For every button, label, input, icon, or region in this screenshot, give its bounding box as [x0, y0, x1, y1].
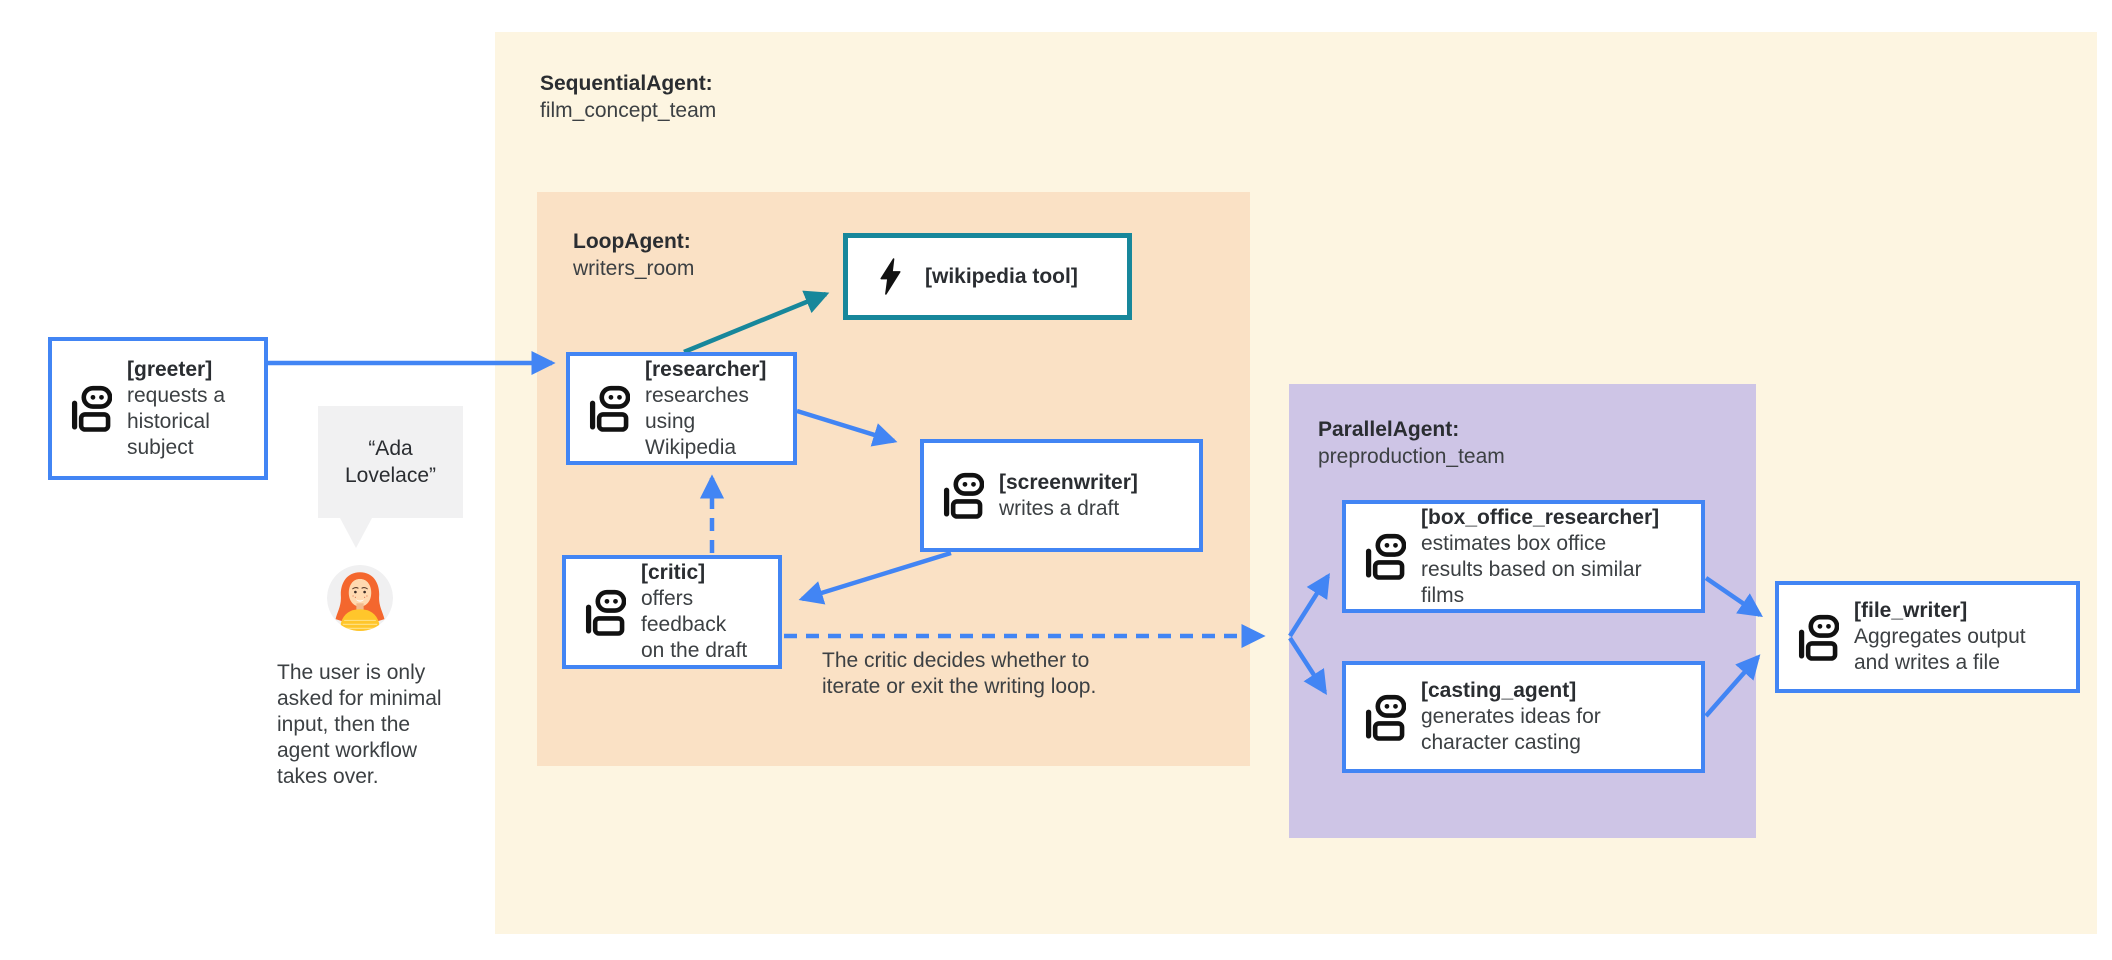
- agent-name: [screenwriter]: [999, 470, 1138, 494]
- robot-icon: [70, 385, 112, 432]
- robot-icon: [588, 385, 630, 432]
- agent-name: [box_office_researcher]: [1421, 505, 1660, 529]
- robot-icon: [584, 589, 626, 636]
- robot-icon: [1364, 694, 1406, 741]
- agent-card-researcher: [researcher] researches using Wikipedia: [566, 352, 797, 465]
- agent-name: [casting_agent]: [1421, 679, 1577, 702]
- agent-card-critic: [critic] offers feedback on the draft: [562, 555, 782, 669]
- agent-description: estimates box office results based on si…: [1421, 531, 1642, 607]
- agent-card-greeter: [greeter] requests a historical subject: [48, 337, 268, 480]
- agent-description: generates ideas for character casting: [1421, 705, 1601, 754]
- group-subtitle: film_concept_team: [540, 99, 717, 122]
- sequential-agent-label: SequentialAgent: film_concept_team: [540, 70, 716, 124]
- robot-icon: [942, 472, 984, 519]
- loop-agent-label: LoopAgent: writers_room: [573, 228, 694, 282]
- agent-description: requests a historical subject: [127, 383, 226, 459]
- group-title: ParallelAgent:: [1318, 418, 1460, 441]
- lightning-bolt-icon: [878, 258, 903, 295]
- agent-description: researches using Wikipedia: [645, 383, 749, 459]
- agent-description: Aggregates output and writes a file: [1854, 625, 2026, 674]
- agent-description: offers feedback on the draft: [641, 587, 748, 662]
- user-avatar: [327, 565, 393, 631]
- agent-card-box-office-researcher: [box_office_researcher] estimates box of…: [1342, 500, 1705, 613]
- tool-card-wikipedia: [wikipedia tool]: [843, 233, 1132, 320]
- group-subtitle: writers_room: [573, 257, 695, 280]
- parallel-agent-label: ParallelAgent: preproduction_team: [1318, 416, 1505, 470]
- agent-description: writes a draft: [999, 496, 1120, 520]
- user-note: The user is only asked for minimal input…: [277, 661, 442, 788]
- agent-name: [greeter]: [127, 357, 213, 381]
- group-subtitle: preproduction_team: [1318, 445, 1505, 468]
- critic-decision-note: The critic decides whether to iterate or…: [822, 649, 1097, 698]
- speech-bubble: “Ada Lovelace”: [318, 406, 463, 548]
- tool-name: [wikipedia tool]: [925, 264, 1078, 288]
- agent-card-screenwriter: [screenwriter] writes a draft: [920, 439, 1203, 552]
- robot-icon: [1364, 533, 1406, 580]
- group-title: LoopAgent:: [573, 230, 691, 253]
- agent-name: [file_writer]: [1854, 599, 1968, 622]
- agent-card-file-writer: [file_writer] Aggregates output and writ…: [1775, 581, 2080, 693]
- agent-card-casting-agent: [casting_agent] generates ideas for char…: [1342, 661, 1705, 773]
- robot-icon: [1797, 614, 1839, 661]
- group-title: SequentialAgent:: [540, 72, 713, 95]
- agent-name: [researcher]: [645, 357, 767, 381]
- agent-name: [critic]: [641, 561, 706, 584]
